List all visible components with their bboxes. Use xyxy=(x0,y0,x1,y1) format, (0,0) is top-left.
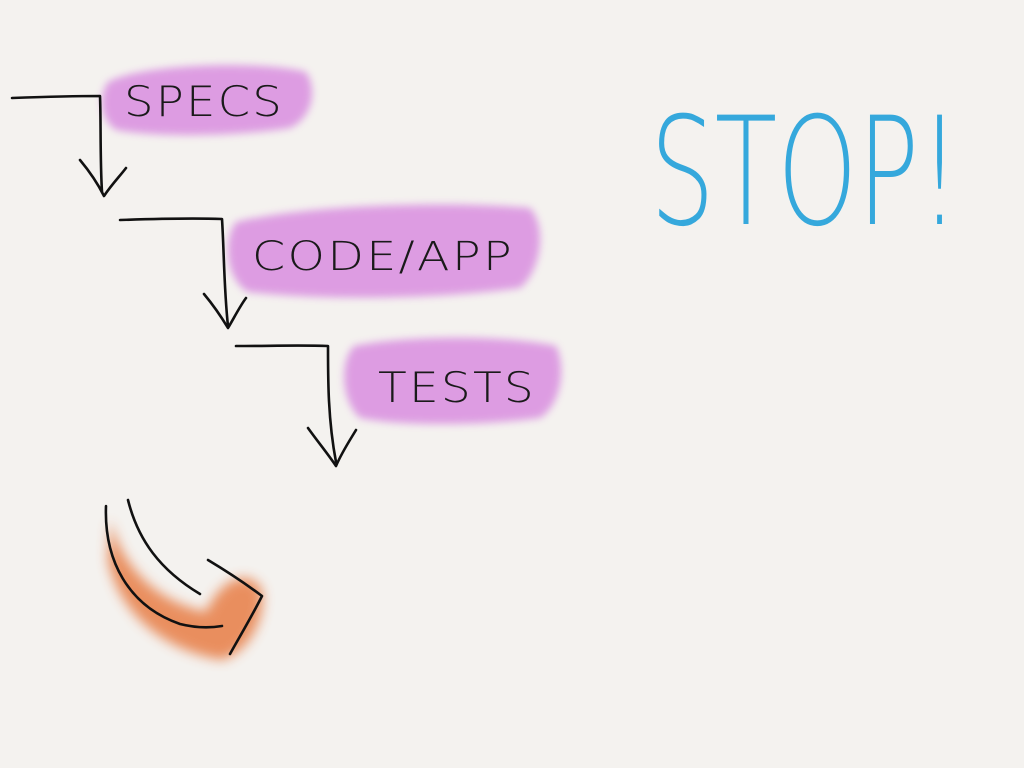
step-label-tests: TESTS xyxy=(378,363,536,412)
step-arrow-1 xyxy=(10,94,128,198)
step-label-specs: SPECS xyxy=(124,77,284,126)
tests-highlight xyxy=(344,337,562,424)
code-app-highlight xyxy=(227,204,541,298)
step-arrow-2 xyxy=(118,217,248,330)
specs-highlight xyxy=(101,65,313,136)
stop-callout: STOP! xyxy=(650,86,960,260)
step-label-code-app: CODE/APP xyxy=(252,234,514,280)
step-arrow-3 xyxy=(234,344,358,468)
return-arrow xyxy=(104,498,264,660)
